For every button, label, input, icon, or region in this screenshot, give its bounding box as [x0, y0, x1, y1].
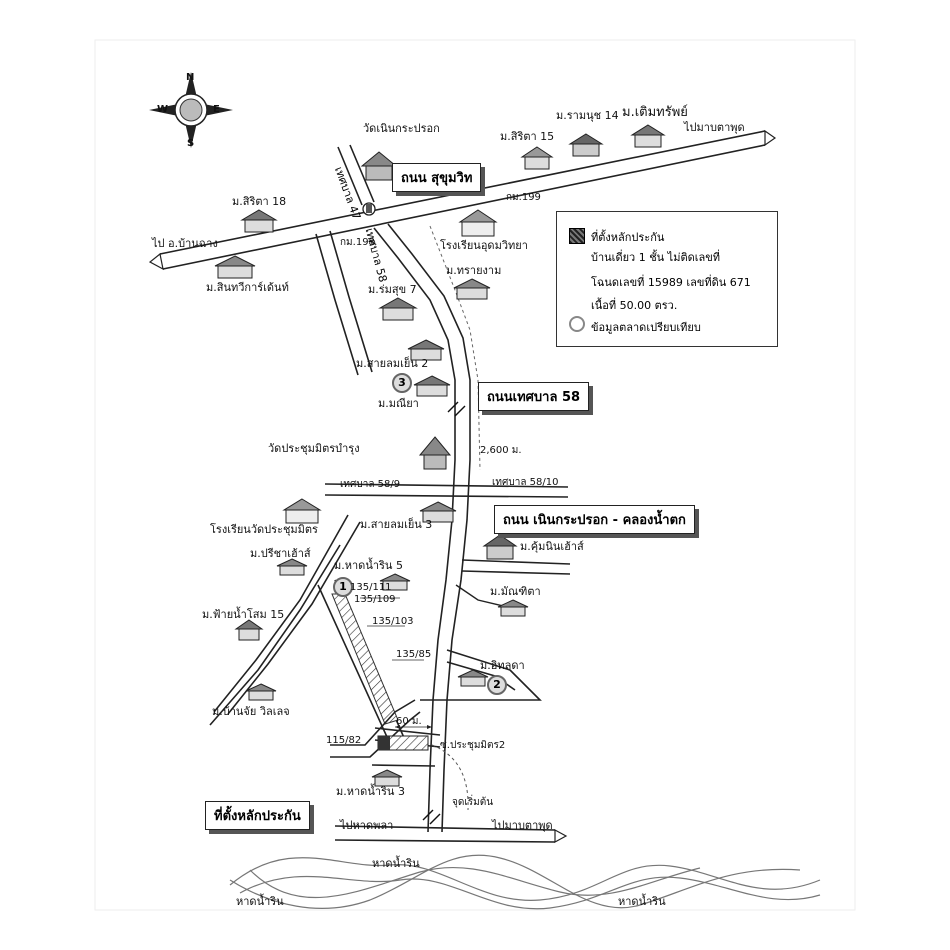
soi-58-9-label: เทศบาล 58/9	[340, 479, 401, 490]
house-icon	[234, 618, 264, 646]
to-banchang: ไป อ.บ้านฉาง	[152, 237, 218, 250]
house-icon	[378, 572, 412, 596]
tessaban58-road	[373, 223, 471, 833]
place-label: ม.ฟ้ายน้ำโสม 15	[202, 608, 285, 621]
house-icon	[378, 296, 418, 326]
place-label: หาดน้ำริน	[236, 895, 284, 908]
school-icon	[282, 497, 322, 529]
legend-line: โฉนดเลขที่ 15989 เลขที่ดิน 671	[591, 276, 751, 289]
road-sukhumvit-label: ถนน สุขุมวิท	[392, 163, 482, 192]
place-label: วัดประชุมมิตรบำรุง	[268, 442, 360, 455]
house-icon	[520, 145, 554, 175]
market-swatch	[569, 316, 585, 332]
place-label: ม.บ้านจัย วิลเลจ	[212, 705, 290, 718]
house-icon	[370, 768, 404, 792]
place-label: ม.ปรีชาเฮ้าส์	[250, 547, 311, 560]
place-label: ม.คุ้มนินเฮ้าส์	[520, 540, 584, 553]
place-label: วัดเนินกระปรอก	[363, 122, 440, 135]
start-point-label: จุดเริ่มต้น	[452, 797, 494, 808]
market-marker-1[interactable]: 1	[333, 577, 353, 597]
distance-60-label: 60 ม.	[396, 716, 422, 727]
house-icon	[482, 533, 518, 565]
legend-line: ข้อมูลตลาดเปรียบเทียบ	[591, 321, 701, 334]
soi-prachum2-label: ซ.ประชุมมิตร2	[440, 740, 506, 751]
house-icon	[406, 338, 446, 366]
legend-line: เนื้อที่ 50.00 ตรว.	[591, 299, 678, 312]
place-label: ม.สายลมเย็น 3	[360, 518, 433, 531]
sukhumvit-road	[159, 130, 766, 270]
km198-label: กม.198	[340, 237, 375, 248]
compass-icon	[149, 72, 233, 148]
market-marker-3[interactable]: 3	[392, 373, 412, 393]
subject-label: ที่ตั้งหลักประกัน	[205, 801, 310, 830]
tessaban47-road	[337, 144, 375, 206]
place-label: ม.รามนุช 14	[556, 109, 619, 122]
compass-w: W	[157, 104, 169, 115]
house-icon	[418, 500, 458, 528]
house-icon	[452, 277, 492, 305]
place-label: โรงเรียนอุดมวิทยา	[440, 239, 528, 252]
to-maptaphut-top: ไปมาบตาพุด	[684, 121, 745, 134]
bottom-road	[334, 825, 556, 843]
map-legend: ที่ตั้งหลักประกัน บ้านเดี่ยว 1 ชั้น ไม่ต…	[556, 211, 778, 347]
compass-s: S	[187, 138, 195, 149]
plot-label: 135/111	[350, 582, 392, 593]
house-icon	[213, 254, 257, 284]
place-label: ม.สิริตา 15	[500, 130, 555, 143]
place-label: ม.เติมทรัพย์	[622, 105, 688, 120]
house-icon	[412, 374, 452, 402]
place-label: ม.สินทวีการ์เด้นท์	[206, 281, 289, 294]
sea-waves	[229, 854, 821, 910]
place-label: หาดน้ำริน	[372, 857, 420, 870]
place-label: ม.มัณฑิตา	[490, 585, 541, 598]
school-icon	[458, 208, 498, 242]
legend-line: บ้านเดี่ยว 1 ชั้น ไม่ติดเลขที่	[591, 251, 721, 264]
plot-label: 115/82	[326, 735, 362, 746]
soi-58-9-road	[324, 483, 569, 498]
to-hatpla: ไปหาดพลา	[340, 819, 394, 832]
house-icon	[244, 682, 278, 706]
house-icon	[275, 557, 309, 581]
place-label: หาดน้ำริน	[618, 895, 666, 908]
temple-icon	[418, 435, 452, 475]
place-label: ม.สายลมเย็น 2	[356, 357, 429, 370]
place-label: ม.หาดน้ำริน 3	[336, 785, 405, 798]
place-label: ม.ร่มสุข 7	[368, 283, 417, 296]
place-label: ม.หาดน้ำริน 5	[334, 559, 403, 572]
temple-icon	[360, 150, 398, 186]
road-noen-label: ถนน เนินกระปรอก - คลองน้ำตก	[494, 505, 695, 534]
house-icon	[240, 208, 278, 238]
legend-line: ที่ตั้งหลักประกัน	[591, 231, 665, 244]
house-icon	[496, 598, 530, 622]
distance-2600-label: 2,600 ม.	[480, 445, 522, 456]
house-icon	[568, 132, 604, 162]
km199-label: กม.199	[506, 192, 541, 203]
house-icon	[456, 668, 490, 692]
road-tessaban58-label: ถนนเทศบาล 58	[478, 382, 590, 411]
compass-n: N	[186, 72, 195, 83]
house-icon	[630, 123, 666, 153]
plot-label: 135/109	[354, 594, 396, 605]
place-label: ม.มณียา	[378, 397, 419, 410]
soi-58-10-label: เทศบาล 58/10	[492, 477, 559, 488]
place-label: ม.อิทลดา	[480, 659, 525, 672]
place-label: ม.สิริตา 18	[232, 195, 287, 208]
place-label: โรงเรียนวัดประชุมมิตร	[210, 523, 318, 536]
compass-e: E	[213, 104, 220, 115]
plot-label: 135/85	[396, 649, 432, 660]
plot-label: 135/103	[372, 616, 414, 627]
to-maptaphut-bottom: ไปมาบตาพุด	[492, 819, 553, 832]
market-marker-2[interactable]: 2	[487, 675, 507, 695]
subject-swatch	[569, 228, 585, 244]
place-label: ม.ทรายงาม	[446, 264, 502, 277]
